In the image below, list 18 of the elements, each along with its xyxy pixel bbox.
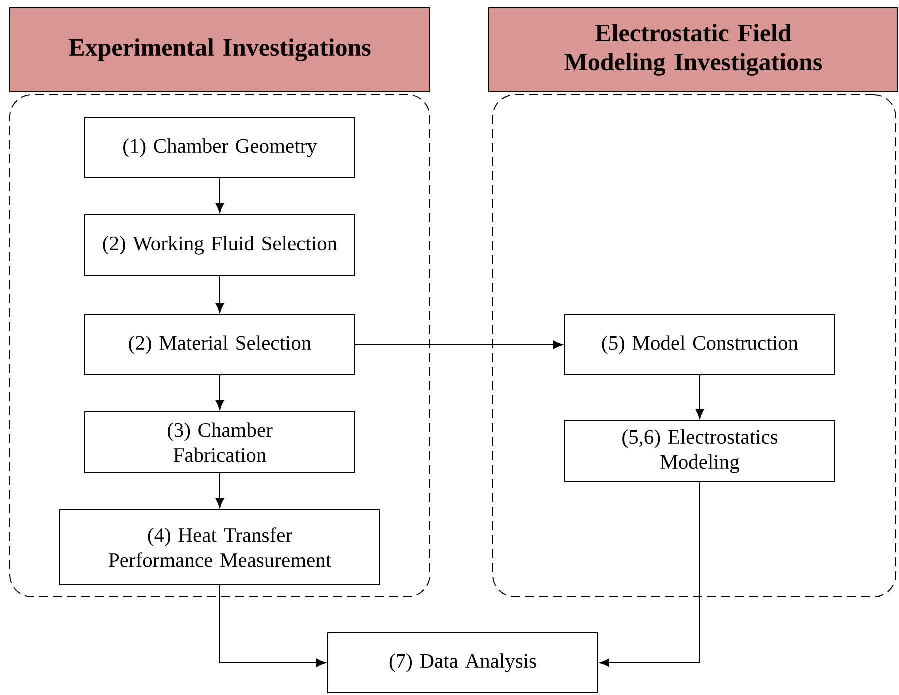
heading-box: Experimental Investigations bbox=[10, 8, 430, 92]
heading-box: Electrostatic Field Modeling Investigations bbox=[488, 8, 898, 92]
process-box: (3) Chamber Fabrication bbox=[84, 412, 356, 474]
arrow bbox=[216, 276, 224, 314]
arrow bbox=[216, 178, 224, 214]
arrow bbox=[216, 473, 224, 508]
process-box: (4) Heat Transfer Performance Measurement bbox=[60, 510, 380, 586]
arrow bbox=[696, 375, 704, 420]
process-box: (2) Working Fluid Selection bbox=[84, 214, 356, 276]
process-box: (5,6) Electrostatics Modeling bbox=[564, 420, 836, 482]
arrow bbox=[355, 340, 564, 350]
process-box: (1) Chamber Geometry bbox=[84, 118, 356, 178]
arrow bbox=[216, 375, 224, 410]
process-box: (7) Data Analysis bbox=[328, 632, 598, 694]
arrow bbox=[600, 482, 700, 668]
arrow bbox=[220, 585, 326, 668]
process-box: (5) Model Construction bbox=[564, 314, 836, 376]
process-box: (2) Material Selection bbox=[84, 314, 356, 376]
